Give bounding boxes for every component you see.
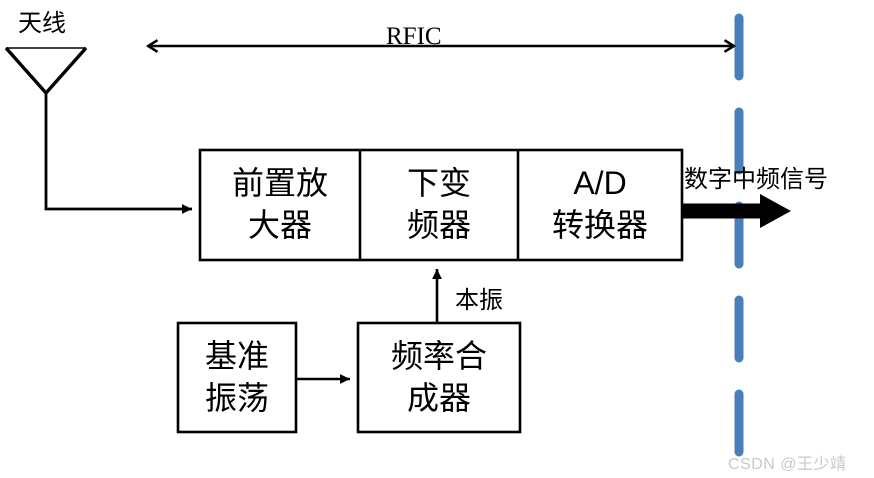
rf-chain-outer-box — [198, 148, 684, 262]
antenna-label: 天线 — [18, 10, 66, 37]
antenna-icon — [4, 46, 88, 210]
rf-chain-block-group — [198, 148, 684, 262]
frequency-synthesizer-box — [356, 321, 522, 434]
reference-oscillator-box — [176, 321, 298, 434]
rfic-boundary-label: RFIC — [386, 23, 442, 50]
watermark-text: CSDN @王少靖 — [728, 456, 847, 473]
digital-if-output-arrow — [682, 194, 791, 228]
digital-if-signal-label: 数字中频信号 — [684, 166, 828, 193]
local-oscillator-label: 本振 — [455, 287, 503, 314]
